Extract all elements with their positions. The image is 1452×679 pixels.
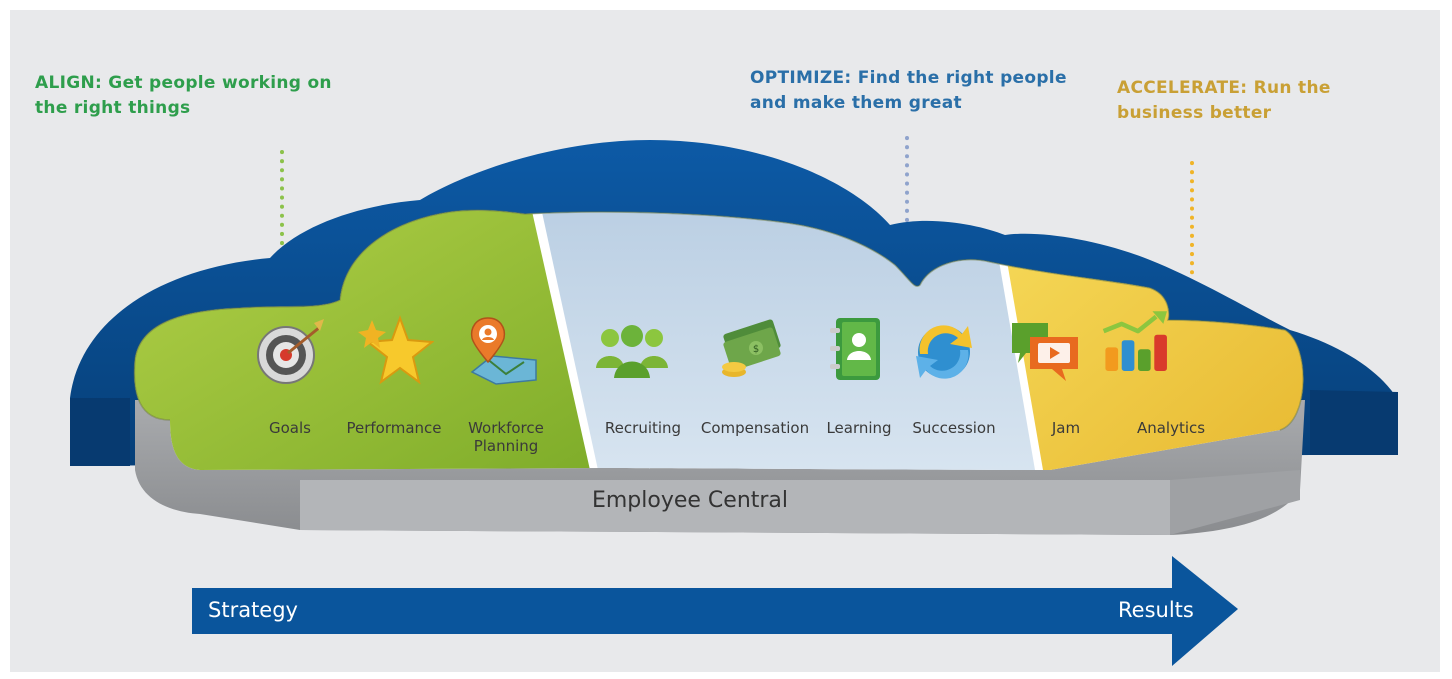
- strategy-results-arrow: [192, 556, 1238, 666]
- module-recruiting: Recruiting: [604, 419, 682, 437]
- address-book-icon: [830, 318, 880, 380]
- module-performance: Performance: [346, 419, 442, 437]
- target-icon: [257, 319, 324, 384]
- accelerate-heading: ACCELERATE: Run the business better: [1117, 78, 1331, 123]
- star-icon: [358, 315, 434, 385]
- money-icon: $: [722, 319, 781, 377]
- module-jam: Jam: [1051, 419, 1081, 437]
- optimize-heading: OPTIMIZE: Find the right people and make…: [750, 68, 1067, 113]
- module-workforce-planning: Workforce Planning: [468, 419, 544, 455]
- map-pin-icon: [470, 317, 537, 385]
- arrow-strategy-label: Strategy: [208, 598, 298, 622]
- employee-central-label: Employee Central: [591, 488, 789, 513]
- module-succession: Succession: [912, 419, 996, 437]
- chat-video-icon: [1012, 323, 1078, 381]
- arrow-results-label: Results: [1118, 598, 1194, 622]
- module-learning: Learning: [826, 419, 892, 437]
- module-goals: Goals: [269, 419, 311, 437]
- svg-text:$: $: [753, 344, 759, 355]
- align-heading: ALIGN: Get people working on the right t…: [35, 73, 332, 118]
- bar-chart-icon: [1102, 311, 1167, 371]
- refresh-icon: [916, 325, 972, 379]
- module-compensation: Compensation: [700, 419, 810, 437]
- people-icon: [596, 325, 668, 378]
- module-analytics: Analytics: [1136, 419, 1206, 437]
